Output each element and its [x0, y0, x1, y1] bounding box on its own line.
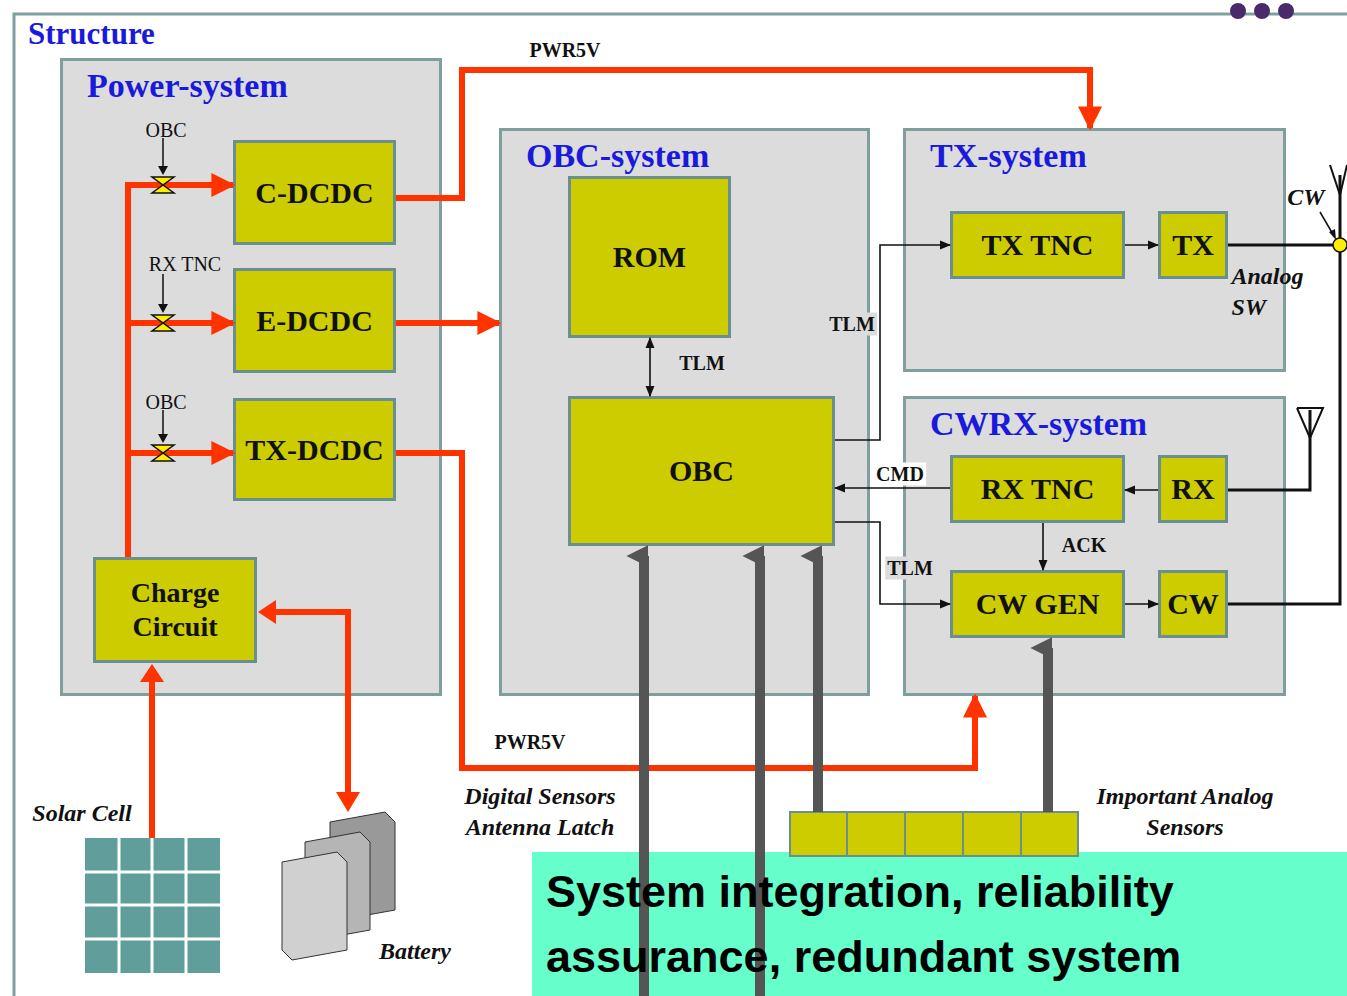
module-box: CW GEN: [950, 570, 1125, 638]
decor-dot: [1254, 3, 1270, 19]
subsystem-group: TX-system TX TNC TX: [903, 128, 1286, 372]
module-label: TX TNC: [982, 227, 1094, 263]
module-box: E-DCDC: [233, 268, 396, 373]
module-label: RX: [1171, 471, 1214, 507]
diagram-title: Structure: [28, 16, 155, 52]
module-label: OBC: [669, 453, 734, 489]
analog-switch: [1333, 238, 1347, 252]
module-label: RX TNC: [981, 471, 1095, 507]
decor-dot: [1278, 3, 1294, 19]
module-label: E-DCDC: [256, 303, 373, 339]
leader-head: [1329, 229, 1336, 240]
module-label: TX: [1172, 227, 1214, 263]
power-connector: [396, 453, 975, 768]
subsystem-group: Power-systemC-DCDC E-DCDC TX-DCDC Charge Ci…: [60, 58, 442, 696]
control-signal-label: RX TNC: [149, 253, 221, 276]
signal-label: TLM: [677, 352, 727, 375]
module-label: CW GEN: [976, 586, 1100, 622]
group-heading: Power-system: [87, 67, 288, 105]
signal-label: CMD: [874, 463, 926, 486]
module-label: ROM: [613, 239, 686, 275]
module-label: Charge Circuit: [100, 576, 250, 643]
sensor-strip: [790, 812, 1078, 856]
signal-label: ACK: [1060, 534, 1108, 557]
caption-text: System integration, reliability assuranc…: [546, 859, 1347, 990]
module-box: TX-DCDC: [233, 398, 396, 501]
antenna-wire: [1228, 175, 1340, 604]
signal-connector: [835, 487, 950, 489]
module-box: CW: [1158, 570, 1228, 638]
solar-cell: [85, 838, 220, 973]
decor-dot: [1230, 3, 1246, 19]
module-label: TX-DCDC: [245, 432, 383, 468]
signal-label: TLM: [827, 313, 877, 336]
power-arrowhead: [140, 600, 360, 812]
power-connector: [396, 320, 499, 326]
control-signal-label: OBC: [145, 119, 186, 142]
group-heading: CWRX-system: [930, 405, 1147, 443]
module-box: OBC: [568, 396, 835, 546]
signal-connector: [835, 522, 950, 604]
annotation-label: Important Analog Sensors: [1080, 781, 1290, 843]
valve-symbol: [152, 177, 174, 461]
signal-connector: [1125, 603, 1158, 605]
module-label: CW: [1167, 586, 1219, 622]
signal-connector: [835, 245, 950, 440]
power-connector: [128, 185, 233, 557]
module-box: ROM: [568, 176, 731, 338]
module-box: RX TNC: [950, 455, 1125, 523]
annotation-label: Battery: [379, 936, 451, 967]
module-box: TX TNC: [950, 211, 1125, 279]
signal-connector: [1125, 244, 1158, 246]
power-connector: [128, 453, 233, 557]
annotation-label: Solar Cell: [32, 798, 131, 829]
annotation-label: Analog SW: [1232, 261, 1309, 323]
outer-frame: [14, 14, 1347, 996]
signal-connector: [649, 338, 651, 396]
battery: [282, 812, 395, 960]
signal-connector: [1042, 523, 1044, 570]
module-box: C-DCDC: [233, 140, 396, 245]
signal-label: PWR5V: [527, 39, 602, 62]
power-connector: [128, 323, 233, 557]
annotation-label: CW: [1287, 182, 1324, 213]
signal-label: PWR5V: [492, 731, 567, 754]
power-line: [152, 612, 348, 838]
sensor-bus: [644, 556, 1048, 996]
caption-banner: System integration, reliability assuranc…: [532, 852, 1347, 996]
signal-label: TLM: [885, 557, 935, 580]
module-box: RX: [1158, 455, 1228, 523]
group-heading: OBC-system: [526, 137, 709, 175]
power-connector: [396, 70, 1090, 198]
module-box: Charge Circuit: [93, 557, 257, 663]
module-label: C-DCDC: [255, 175, 373, 211]
signal-connector: [1125, 489, 1158, 491]
control-signal-label: OBC: [145, 391, 186, 414]
annotation-label: Digital Sensors Antenna Latch: [450, 781, 630, 843]
module-box: TX: [1158, 211, 1228, 279]
group-heading: TX-system: [930, 137, 1087, 175]
